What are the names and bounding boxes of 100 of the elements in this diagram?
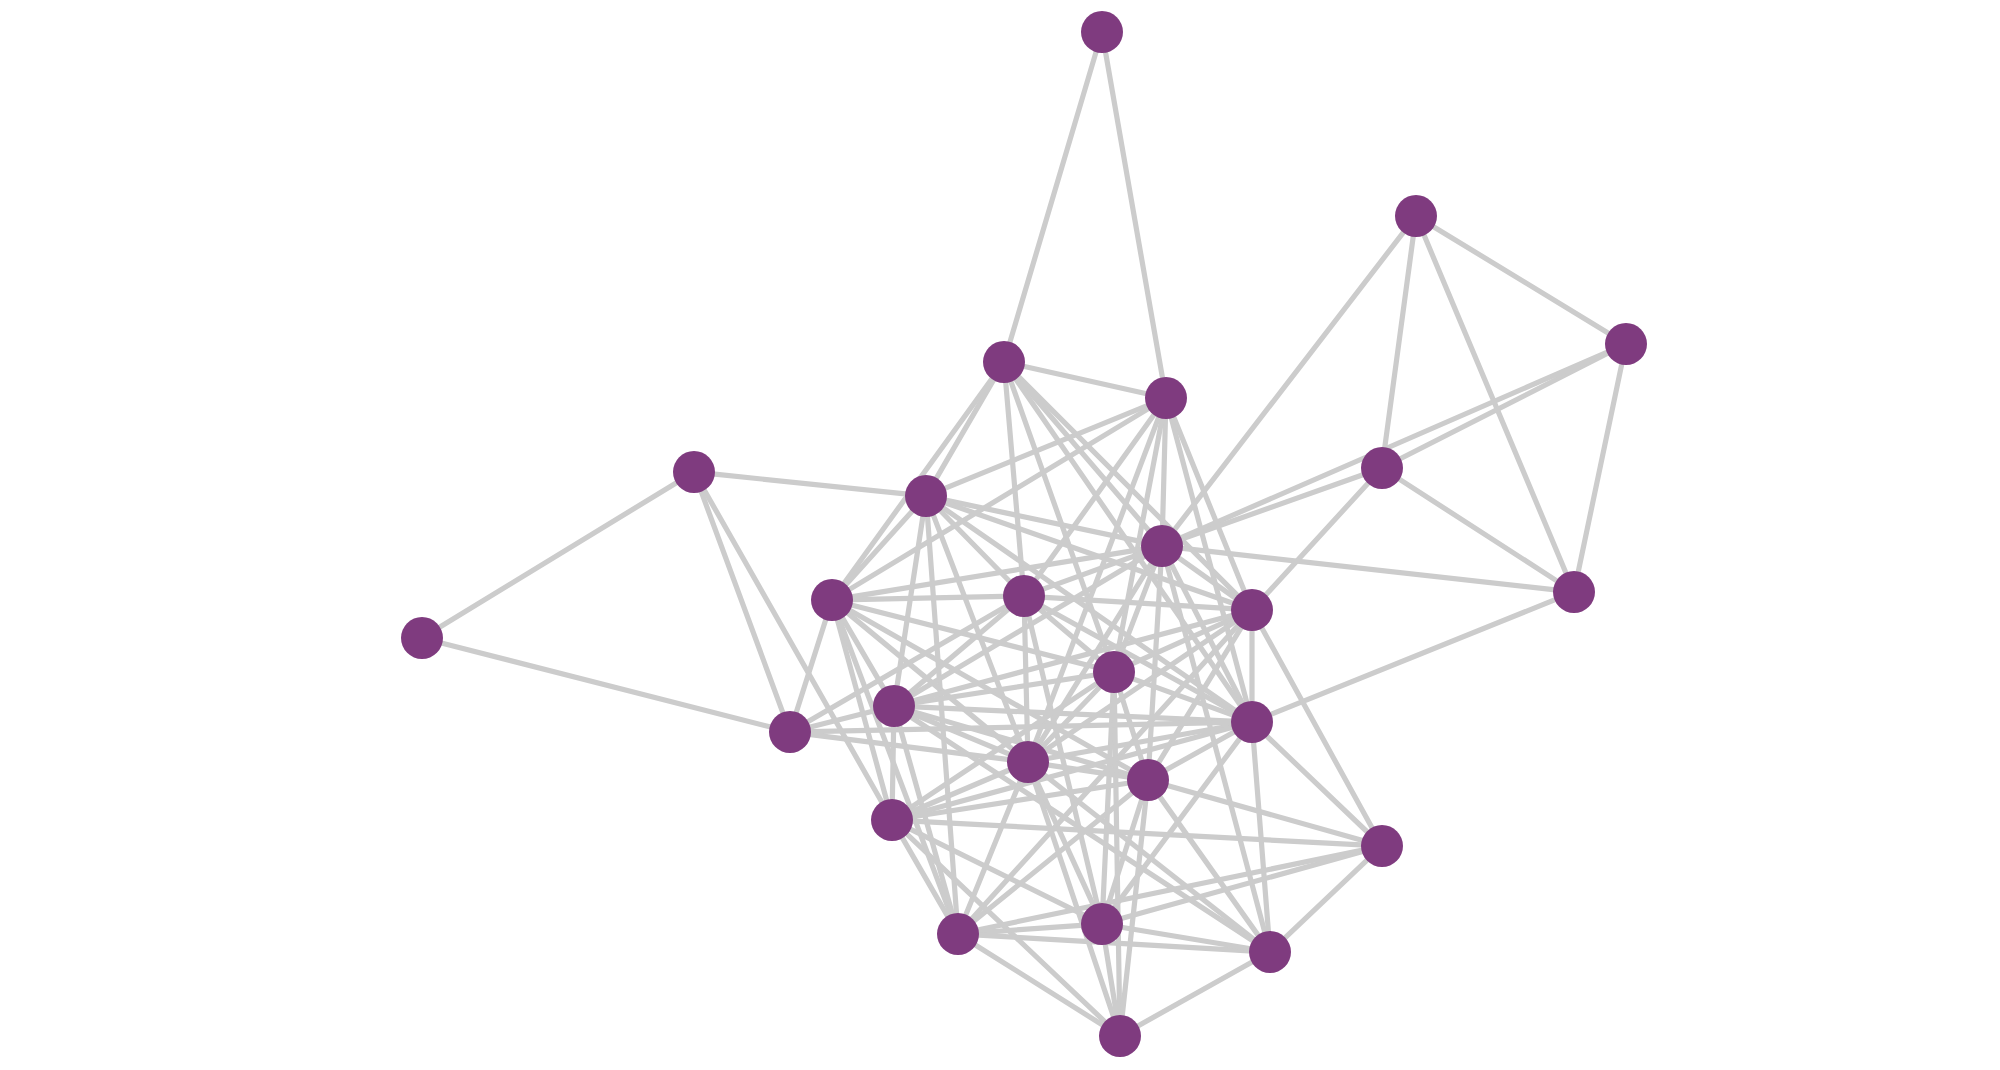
network-edge — [1382, 234, 1416, 450]
network-node — [769, 711, 811, 753]
network-edge — [1003, 380, 1025, 578]
network-edge — [973, 942, 1105, 1028]
network-edge — [910, 711, 1012, 757]
network-node — [1231, 701, 1273, 743]
network-edge — [911, 612, 1235, 704]
network-node — [983, 341, 1025, 383]
network-edge — [834, 617, 890, 803]
network-edge — [909, 554, 1147, 698]
network-edge — [1042, 619, 1238, 753]
network-edge — [897, 723, 955, 917]
network-node — [1081, 903, 1123, 945]
network-edge — [1021, 614, 1031, 744]
network-edge — [924, 514, 960, 916]
network-node — [1007, 741, 1049, 783]
network-edge — [930, 513, 1024, 745]
network-edge — [933, 377, 997, 481]
network-edge — [906, 681, 1100, 811]
network-edge — [909, 724, 1235, 818]
network-edge — [943, 497, 1145, 545]
network-edge — [969, 622, 1241, 922]
network-node — [1553, 571, 1595, 613]
network-edge — [899, 835, 951, 919]
network-edge — [1026, 613, 1100, 907]
network-node — [1081, 11, 1123, 53]
network-edge — [1117, 689, 1145, 763]
network-edge — [1135, 959, 1255, 1029]
network-edge — [910, 818, 1364, 848]
network-node — [1093, 651, 1135, 693]
network-edge — [940, 505, 1238, 713]
network-edge — [1159, 416, 1169, 528]
network-edge — [793, 617, 829, 715]
network-edge — [1176, 555, 1238, 601]
network-edge — [850, 546, 1144, 600]
network-edge — [836, 617, 954, 917]
network-node — [401, 617, 443, 659]
network-node — [811, 579, 853, 621]
network-edge — [1264, 733, 1370, 835]
network-edge — [1100, 690, 1116, 906]
network-edge — [912, 704, 1234, 724]
network-edge — [1034, 778, 1096, 908]
network-edge — [1157, 794, 1261, 938]
network-edge — [1013, 376, 1243, 708]
network-edge — [976, 932, 1252, 954]
network-edge — [701, 487, 885, 805]
network-edge — [845, 610, 1015, 752]
network-node — [1141, 525, 1183, 567]
network-edge — [1042, 594, 1234, 612]
network-edge — [437, 480, 679, 630]
network-edge — [1021, 363, 1149, 397]
network-node — [1249, 931, 1291, 973]
network-edge — [911, 709, 1131, 777]
network-edge — [1156, 625, 1244, 765]
network-edge — [1120, 924, 1252, 952]
network-edge — [1041, 550, 1145, 592]
network-edge — [1037, 606, 1101, 662]
network-edge — [907, 606, 1011, 696]
network-edge — [1575, 361, 1625, 575]
network-edge — [1039, 684, 1103, 750]
network-edge — [1046, 762, 1130, 780]
network-edge — [805, 603, 1009, 725]
network-edge — [1046, 723, 1234, 761]
network-node — [905, 475, 947, 517]
network-edge — [938, 508, 1012, 584]
network-edge — [1102, 942, 1120, 1018]
network-edge — [1398, 350, 1610, 462]
network-edge — [1168, 562, 1246, 706]
network-edge — [712, 471, 908, 497]
network-edge — [1119, 798, 1149, 1018]
network-edge — [963, 778, 1023, 918]
network-node — [1127, 759, 1169, 801]
network-edge — [1007, 49, 1099, 345]
network-node — [1361, 447, 1403, 489]
network-edge — [912, 672, 1096, 706]
network-node — [1145, 377, 1187, 419]
network-edge — [1032, 779, 1116, 1019]
network-edge — [840, 615, 886, 691]
network-edge — [908, 714, 1256, 944]
network-edge — [841, 376, 995, 586]
network-edge — [1263, 480, 1371, 598]
network-node — [1395, 195, 1437, 237]
network-edge — [1179, 472, 1365, 542]
network-edge — [1033, 412, 1157, 582]
network-edge — [1397, 476, 1559, 584]
network-edge — [1421, 232, 1569, 576]
network-edge — [975, 847, 1365, 933]
network-edge — [1282, 857, 1370, 941]
network-edge — [971, 790, 1135, 924]
network-edge — [1268, 597, 1558, 717]
network-edge — [1115, 416, 1165, 654]
network-edge — [1032, 415, 1162, 745]
network-edge — [1111, 736, 1243, 910]
network-node — [873, 685, 915, 727]
network-edge — [908, 767, 1012, 815]
network-edge — [1103, 50, 1165, 380]
network-edge — [908, 826, 1086, 918]
network-node — [871, 799, 913, 841]
network-edge — [1163, 729, 1237, 773]
network-edge — [1171, 414, 1247, 594]
